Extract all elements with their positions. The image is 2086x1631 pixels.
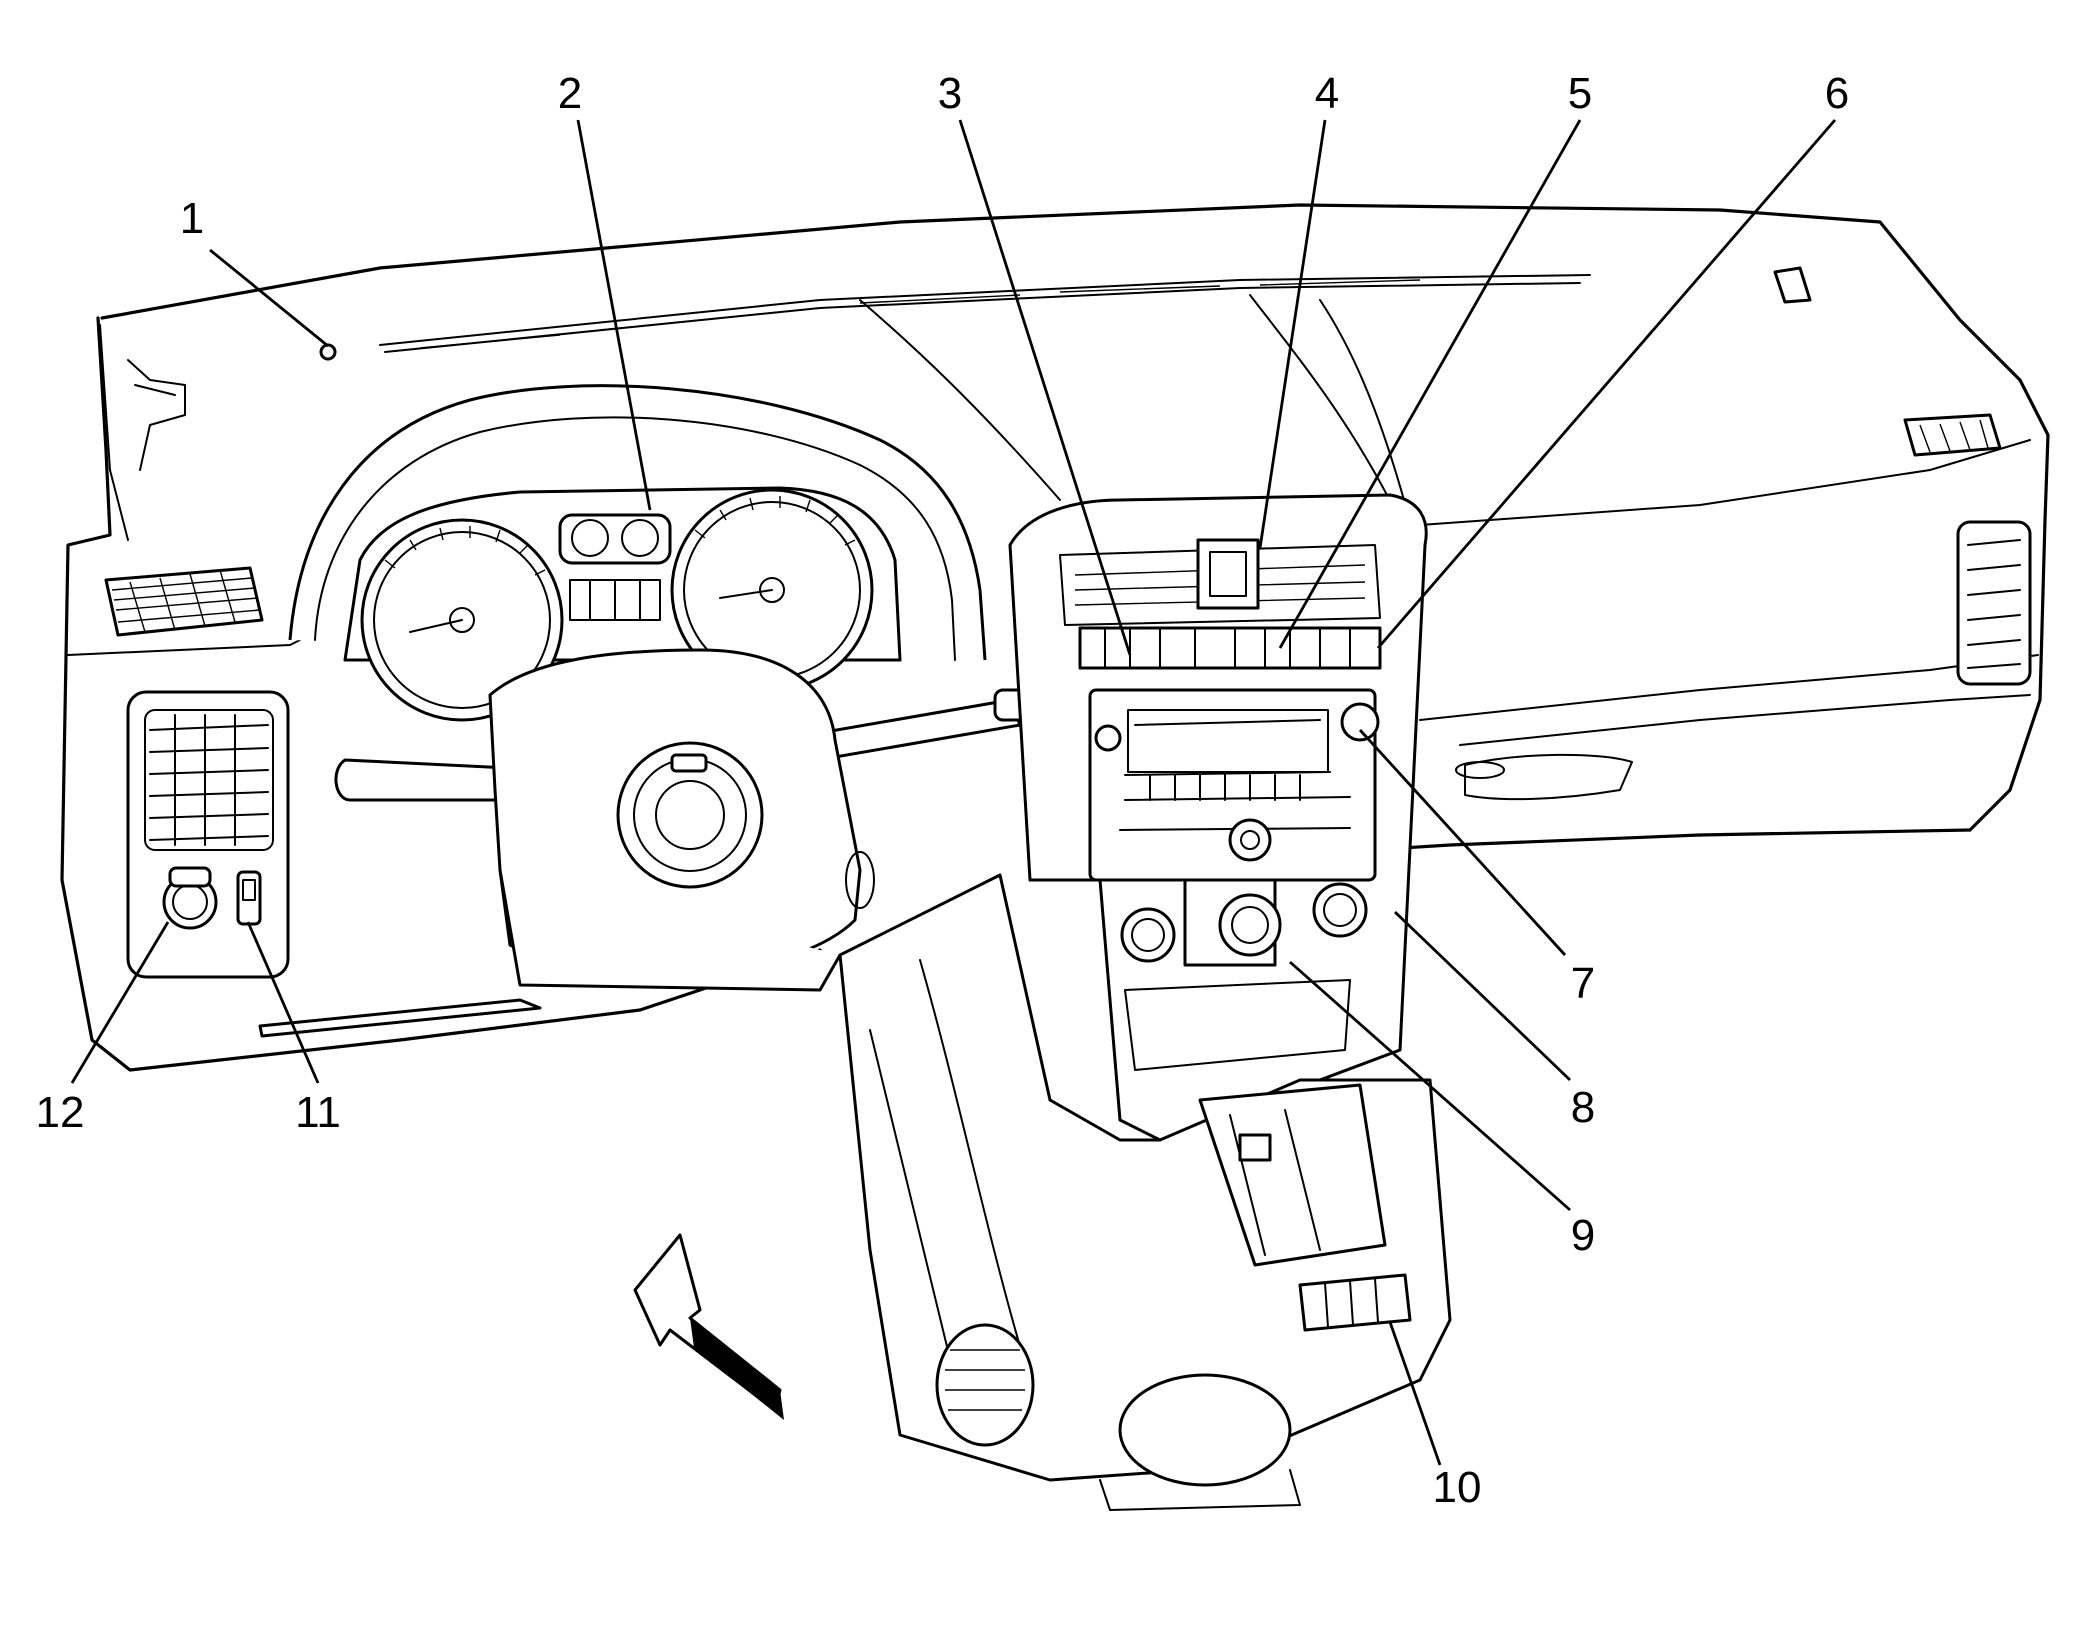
callout-11: 11	[295, 1088, 341, 1137]
switch-bank	[1078, 626, 1382, 670]
leader-7	[1358, 729, 1567, 956]
sunload-sensor-icon	[319, 343, 337, 361]
view-direction-arrow-icon	[633, 1233, 784, 1420]
callout-6: 6	[1825, 69, 1849, 118]
callout-3: 3	[938, 69, 962, 118]
shifter-gate	[1198, 1083, 1387, 1267]
leader-6	[1376, 119, 1837, 649]
steering-column	[334, 648, 1047, 992]
headlamp-switch	[162, 866, 218, 930]
callout-7: 7	[1571, 959, 1595, 1008]
leader-3	[958, 119, 1132, 656]
tachometer-gauge	[360, 518, 564, 722]
leader-10	[1388, 1321, 1442, 1466]
dimmer-switch	[236, 870, 262, 926]
leader-8	[1394, 910, 1571, 1082]
console-switch-panel	[1298, 1273, 1412, 1332]
fuel-temp-gauges	[558, 513, 672, 621]
right-side-vent	[1956, 520, 2032, 686]
callout-12: 12	[36, 1088, 85, 1137]
left-lower-vent	[126, 690, 290, 979]
console-speaker	[935, 1323, 1035, 1447]
instrument-panel	[60, 203, 2050, 1072]
leader-11	[246, 921, 320, 1084]
callout-labels: 1 2 3 4 5 6 7 8 9 10 11 12	[36, 69, 1850, 1512]
callout-5: 5	[1568, 69, 1592, 118]
speedometer-gauge	[670, 488, 874, 692]
hvac-controls	[1120, 878, 1368, 967]
leader-1	[209, 248, 329, 348]
center-stack	[1008, 493, 1428, 1142]
callout-8: 8	[1571, 1083, 1595, 1132]
leader-12	[70, 921, 170, 1084]
right-upper-vent	[1903, 413, 2002, 457]
callout-1: 1	[180, 194, 204, 243]
radio	[1088, 688, 1380, 882]
callout-2: 2	[558, 69, 582, 118]
leader-lines	[70, 119, 1837, 1466]
left-upper-vent	[104, 566, 264, 637]
instrument-cluster	[288, 384, 987, 722]
leader-5	[1278, 119, 1582, 649]
callout-9: 9	[1571, 1211, 1595, 1260]
leader-9	[1289, 960, 1571, 1212]
leader-4	[1258, 119, 1327, 549]
leader-2	[576, 119, 652, 511]
floor-console	[838, 873, 1452, 1511]
callout-10: 10	[1433, 1463, 1482, 1512]
callout-4: 4	[1315, 69, 1339, 118]
